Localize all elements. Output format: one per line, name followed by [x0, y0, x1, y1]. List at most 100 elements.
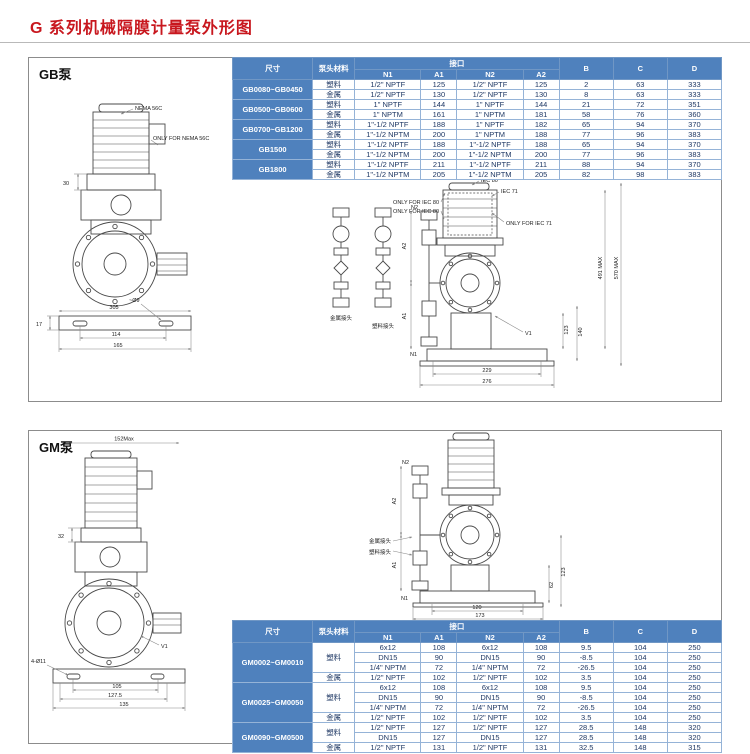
spec-cell: 28.5	[558, 732, 614, 743]
header-row-1: 尺寸 泵头材料 接口 B C D	[231, 620, 723, 643]
gm-section-label: GM泵	[39, 440, 73, 455]
gm-outline-drawing: 152Max	[31, 432, 567, 711]
col-header-c: C	[612, 57, 668, 80]
spec-cell: 131	[420, 742, 458, 753]
dim-123-label: 123	[564, 325, 570, 334]
col-header-size: 尺寸	[231, 57, 314, 80]
col-header-b: B	[558, 620, 614, 643]
only-nema-label: ONLY FOR NEMA 56C	[153, 136, 209, 142]
port-n1-label: N1	[410, 352, 417, 358]
spec-cell: 3.5	[558, 672, 614, 683]
col-header-a2: A2	[522, 69, 560, 80]
spec-cell: 161	[420, 109, 458, 120]
gb-front-bolts	[440, 253, 500, 313]
model-range-cell: GM0002~GM0010	[231, 642, 314, 683]
spec-cell: DN15	[354, 732, 422, 743]
col-header-interface: 接口	[354, 57, 560, 70]
only-iec80-label-2: ONLY FOR IEC 80	[393, 209, 439, 215]
spec-cell: 1/2" NPTF	[456, 89, 524, 100]
material-cell: 塑料	[312, 79, 356, 90]
material-cell: 金属	[312, 149, 356, 160]
spec-cell: 130	[522, 89, 560, 100]
col-header-a1: A1	[420, 69, 458, 80]
spec-cell: 250	[666, 702, 723, 713]
metal-fitting-label-gm: 金属接头	[369, 537, 392, 545]
spec-cell: -8.5	[558, 692, 614, 703]
spec-cell: 90	[522, 692, 560, 703]
spec-cell: 182	[522, 119, 560, 130]
model-range-cell: GB0080~GB0450	[231, 79, 314, 100]
dim-276-label: 276	[482, 379, 491, 385]
only-iec71-label: ONLY FOR IEC 71	[506, 221, 552, 227]
material-cell: 塑料	[312, 722, 356, 743]
dim-152max-label: 152Max	[114, 437, 134, 443]
material-cell: 塑料	[312, 99, 356, 110]
spec-cell: 320	[666, 732, 723, 743]
material-cell: 金属	[312, 672, 356, 683]
gb-head-bolts	[74, 223, 156, 305]
iec71-label: IEC 71	[501, 189, 518, 195]
spec-cell: 6x12	[354, 642, 422, 653]
page-title: G 系列机械隔膜计量泵外形图	[30, 20, 253, 37]
spec-cell: 1"-1/2 NPTM	[354, 149, 422, 160]
spec-cell: 211	[420, 159, 458, 170]
gm-head-bolts	[66, 580, 152, 666]
spec-cell: 96	[612, 149, 668, 160]
plastic-fitting-label-gm: 塑料接头	[369, 548, 392, 556]
spec-cell: 1"-1/2 NPTM	[456, 149, 524, 160]
spec-cell: 104	[612, 642, 668, 653]
col-header-b: B	[558, 57, 614, 80]
material-cell: 金属	[312, 89, 356, 100]
spec-cell: 205	[522, 169, 560, 180]
col-header-n2: N2	[456, 632, 524, 643]
model-range-cell: GB1800	[231, 159, 314, 180]
spec-cell: DN15	[456, 692, 524, 703]
spec-cell: 127	[420, 722, 458, 733]
material-cell: 金属	[312, 109, 356, 120]
dim-305-label: 305	[109, 305, 118, 311]
valve-v1-label-gm: V1	[161, 644, 168, 650]
spec-cell: 211	[522, 159, 560, 170]
spec-cell: 82	[558, 169, 614, 180]
spec-cell: 1" NPTF	[354, 99, 422, 110]
dim-30-label: 30	[63, 181, 69, 187]
iec80-label: IEC 80	[481, 178, 498, 184]
dim-a2-label-gm: A2	[392, 498, 398, 505]
spec-cell: 315	[666, 742, 723, 753]
dim-a1-label-gm: A1	[392, 562, 398, 569]
spec-cell: 1/2" NPTF	[456, 742, 524, 753]
gm-section: GM泵 152Max	[28, 430, 723, 753]
dim-62-label: 62	[549, 582, 555, 588]
spec-cell: DN15	[354, 652, 422, 663]
gb-spec-table: 尺寸 泵头材料 接口 B C D N1 A1 N2 A2 GB0080~GB04…	[231, 57, 723, 180]
spec-cell: 1"-1/2 NPTM	[456, 169, 524, 180]
dim-a2-label: A2	[402, 243, 408, 250]
spec-cell: 3.5	[558, 712, 614, 723]
spec-cell: 125	[522, 79, 560, 90]
port-n1-label-gm: N1	[401, 596, 408, 602]
gb-outline-drawing: NEMA 56C ONLY FOR NEMA 56C 30 17 305 114	[36, 103, 623, 388]
dim-491max-label: 491 MAX	[598, 256, 604, 279]
col-header-d: D	[666, 620, 723, 643]
spec-cell: 104	[612, 672, 668, 683]
spec-cell: 63	[612, 89, 668, 100]
gm-front-bolts	[440, 505, 500, 565]
spec-cell: 104	[612, 702, 668, 713]
spec-cell: 9.5	[558, 682, 614, 693]
spec-cell: 250	[666, 662, 723, 673]
gm-side-view-drawing: 152Max	[31, 437, 186, 711]
spec-cell: 9.5	[558, 642, 614, 653]
port-n2-label: N2	[411, 205, 418, 211]
dim-a1-label: A1	[402, 313, 408, 320]
spec-cell: 104	[612, 692, 668, 703]
dim-123-label-gm: 123	[561, 567, 567, 576]
spec-cell: 108	[420, 642, 458, 653]
spec-cell: 188	[522, 129, 560, 140]
spec-cell: 21	[558, 99, 614, 110]
